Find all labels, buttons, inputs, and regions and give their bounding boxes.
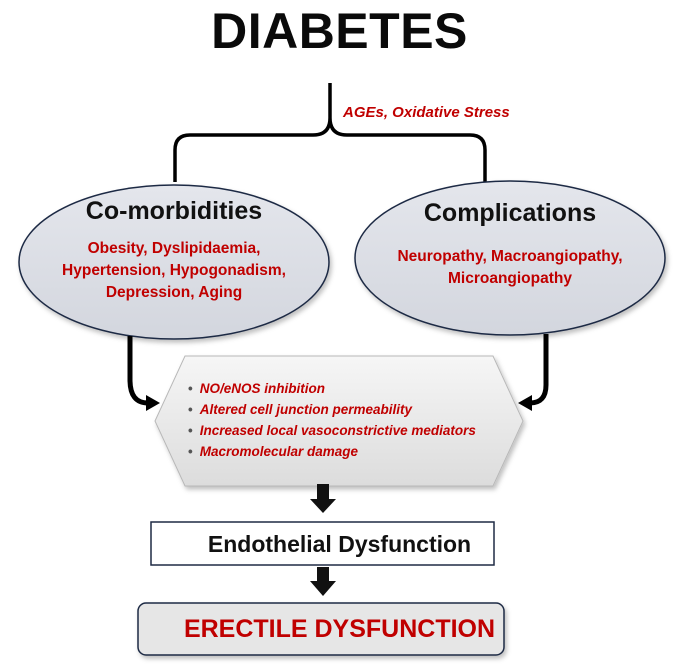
mechanism-item: • Increased local vasoconstrictive mediat… bbox=[188, 420, 476, 441]
complications-ellipse bbox=[354, 180, 666, 336]
down-arrow-2-shaft bbox=[317, 567, 329, 582]
mechanism-text: NO/eNOS inhibition bbox=[199, 381, 325, 396]
left-elbow-arrow bbox=[127, 336, 149, 406]
mechanism-text: Increased local vasoconstrictive mediato… bbox=[199, 423, 476, 438]
mechanisms-hexagon bbox=[154, 355, 524, 487]
bullet-icon: • bbox=[188, 423, 193, 438]
mechanism-text: Macromolecular damage bbox=[199, 444, 359, 459]
mechanism-item: • Altered cell junction permeability bbox=[188, 399, 476, 420]
outcome-box bbox=[137, 602, 505, 656]
right-elbow-arrow bbox=[529, 334, 549, 406]
mechanisms-list: • NO/eNOS inhibition • Altered cell juncti… bbox=[188, 378, 476, 462]
mechanism-item: • Macromolecular damage bbox=[188, 441, 476, 462]
bullet-icon: • bbox=[188, 402, 193, 417]
complications-line: Microangiopathy bbox=[447, 270, 572, 287]
complications-list: Neuropathy, Macroangiopathy, Microangiop… bbox=[360, 246, 660, 290]
mechanism-text: Altered cell junction permeability bbox=[199, 402, 413, 417]
comorbidities-list: Obesity, Dyslipidaemia, Hypertension, Hy… bbox=[24, 238, 324, 304]
endothelial-dysfunction-label: Endothelial Dysfunction bbox=[207, 531, 472, 557]
bullet-icon: • bbox=[188, 444, 193, 459]
endothelial-box bbox=[150, 521, 495, 566]
comorbidities-line: Obesity, Dyslipidaemia, bbox=[87, 240, 261, 257]
complications-heading: Complications bbox=[423, 199, 597, 227]
comorbidities-heading: Co-morbidities bbox=[85, 197, 263, 225]
down-arrow-1-head-icon bbox=[310, 499, 336, 513]
comorbidities-line: Hypertension, Hypogonadism, bbox=[62, 262, 286, 279]
erectile-dysfunction-label: ERECTILE DYSFUNCTION bbox=[183, 615, 496, 643]
down-arrow-2-head-icon bbox=[310, 581, 336, 596]
complications-line: Neuropathy, Macroangiopathy, bbox=[397, 248, 623, 265]
page-title: DIABETES bbox=[211, 3, 468, 59]
brace-connector bbox=[173, 83, 487, 182]
left-arrowhead-icon bbox=[146, 395, 160, 411]
mechanism-item: • NO/eNOS inhibition bbox=[188, 378, 476, 399]
right-arrowhead-icon bbox=[518, 395, 532, 411]
bullet-icon: • bbox=[188, 381, 193, 396]
comorbidities-ellipse bbox=[18, 184, 330, 340]
trigger-label: AGEs, Oxidative Stress bbox=[343, 104, 510, 121]
comorbidities-line: Depression, Aging bbox=[105, 284, 243, 301]
down-arrow-1-shaft bbox=[317, 484, 329, 500]
